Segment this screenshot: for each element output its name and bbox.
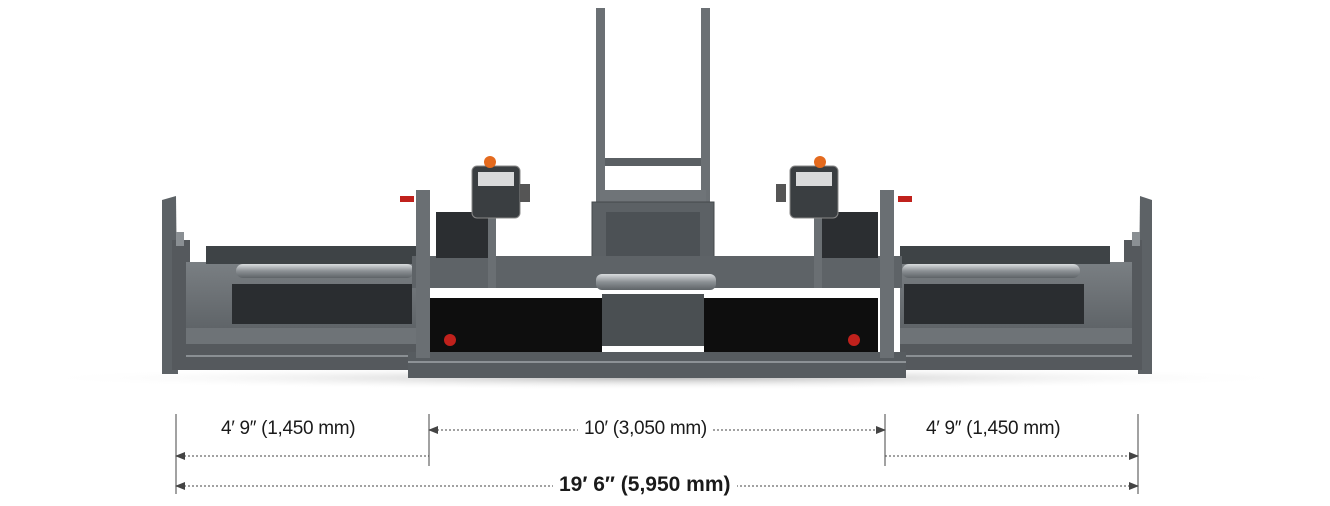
center-width-dimension-label: 10′ (3,050 mm) [578,418,713,440]
left-extension [186,246,416,370]
left-extension-dimension-label: 4′ 9″ (1,450 mm) [215,418,362,440]
left-end-plate [162,196,190,374]
right-extension-dimension-label: 4′ 9″ (1,450 mm) [920,418,1067,440]
right-extension [900,246,1132,370]
total-width-dimension-label: 19′ 6″ (5,950 mm) [553,473,737,497]
rear-handle-frame [591,8,715,266]
right-control-station [776,156,912,358]
left-control-station [400,156,530,358]
main-screed [408,256,906,378]
